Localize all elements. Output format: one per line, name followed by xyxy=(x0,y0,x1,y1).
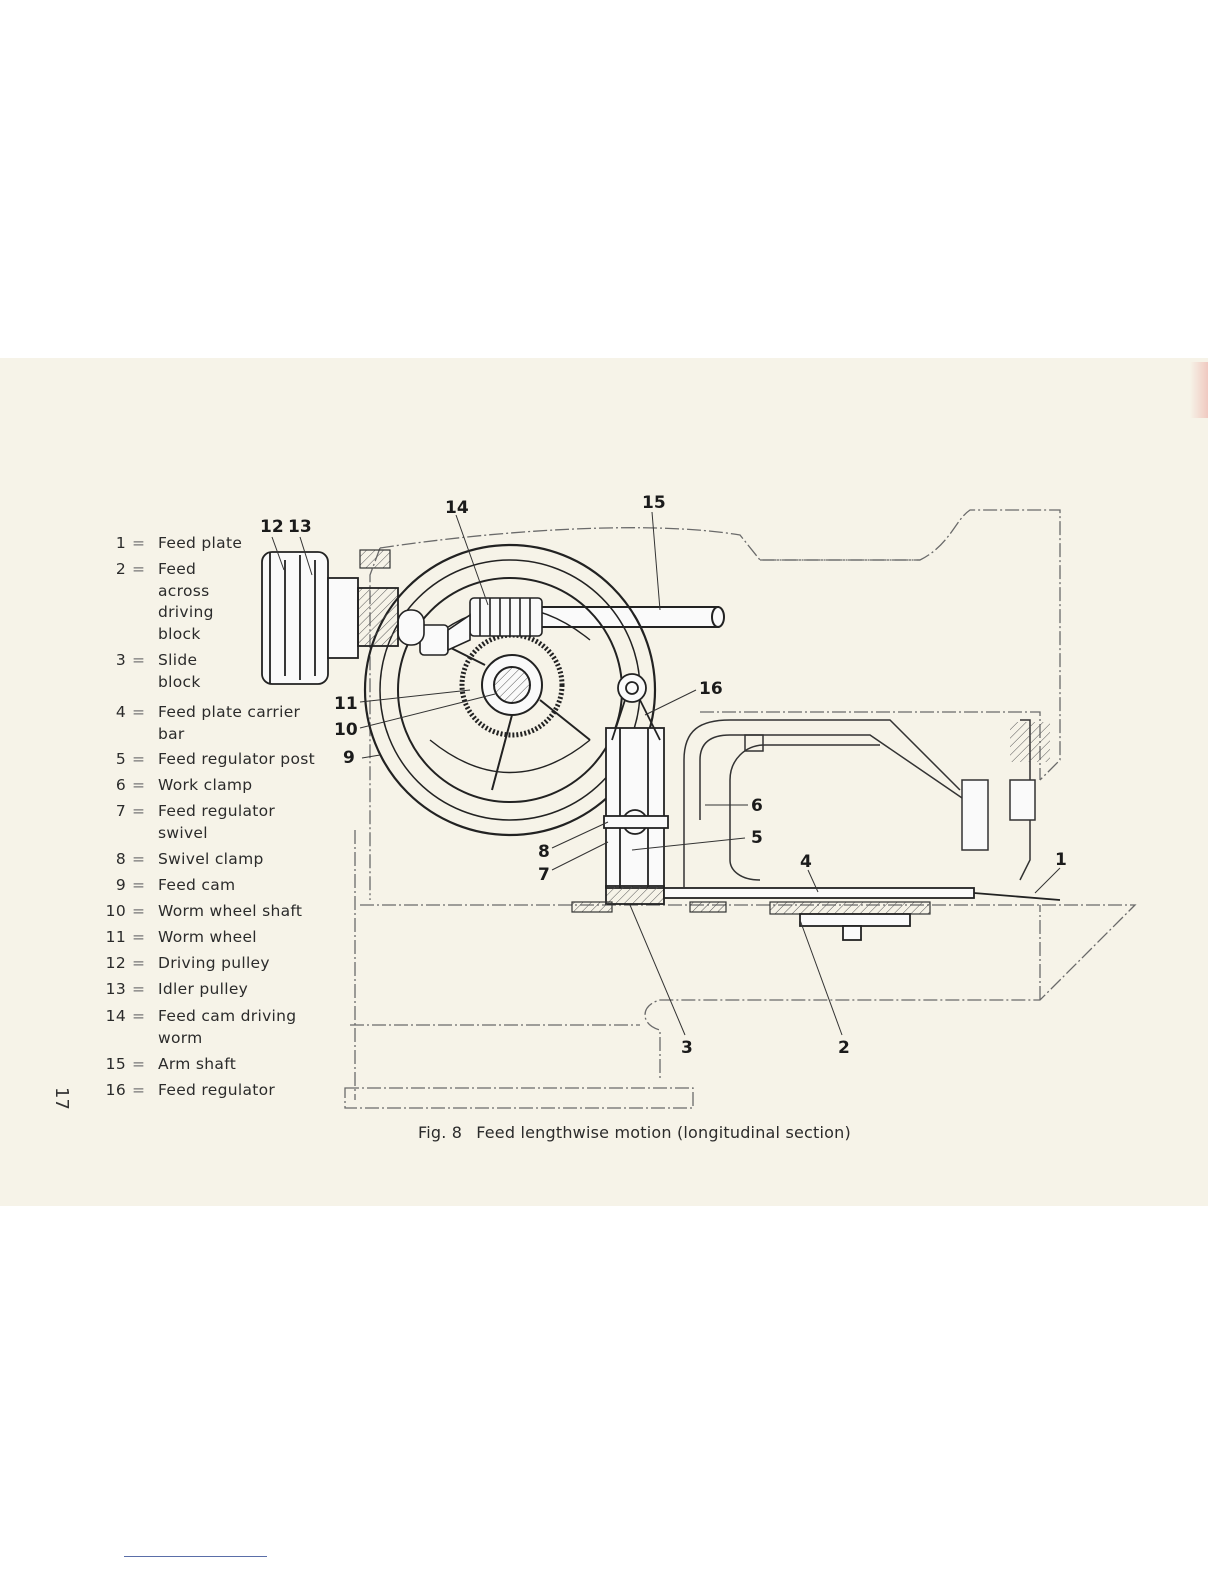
callout-12: 12 xyxy=(260,517,284,537)
callout-6: 6 xyxy=(751,796,763,816)
callout-1: 1 xyxy=(1055,850,1067,870)
legend-number: 3 xyxy=(115,651,126,669)
leader-lines xyxy=(271,511,1061,1036)
page-number: 17 xyxy=(50,1087,72,1110)
work-clamp xyxy=(683,719,1050,888)
legend-number: 7 xyxy=(115,802,126,820)
legend-label: Idler pulley xyxy=(158,980,249,998)
legend-label: Feed plate xyxy=(158,534,243,552)
legend-equals: = xyxy=(132,802,146,820)
legend-label: Worm wheel xyxy=(158,928,257,946)
legend-label: Worm wheel shaft xyxy=(158,902,303,920)
pulleys xyxy=(261,551,399,685)
legend-number: 9 xyxy=(115,876,126,894)
legend-number: 12 xyxy=(105,954,126,972)
legend-equals: = xyxy=(132,1007,146,1025)
legend-label: Feed regulator xyxy=(158,1081,276,1099)
callout-4: 4 xyxy=(800,852,812,872)
bed-hatch xyxy=(359,549,931,915)
legend-equals: = xyxy=(132,776,146,794)
paper-edge-stain xyxy=(1190,362,1208,418)
legend-label: Arm shaft xyxy=(158,1055,237,1073)
feed-cam-driving-worm xyxy=(397,597,543,656)
callout-11: 11 xyxy=(334,694,358,714)
legend-label: Driving pulley xyxy=(158,954,270,972)
feed-plate-carrier xyxy=(663,887,1061,941)
legend-label: Feed regulator post xyxy=(158,750,315,768)
legend-label: Feed plate carrier bar xyxy=(158,703,301,743)
callout-2: 2 xyxy=(838,1038,850,1058)
legend-equals: = xyxy=(132,954,146,972)
legend-number: 16 xyxy=(105,1081,126,1099)
legend-equals: = xyxy=(132,876,146,894)
legend-label: Feed regulator swivel xyxy=(158,802,276,842)
legend-number: 11 xyxy=(105,928,126,946)
legend-equals: = xyxy=(132,534,146,552)
legend-label: Feed cam xyxy=(158,876,236,894)
legend-equals: = xyxy=(132,560,146,578)
legend-number: 14 xyxy=(105,1007,126,1025)
figure-caption: Fig. 8 Feed lengthwise motion (longitudin… xyxy=(418,1123,851,1142)
callout-5: 5 xyxy=(751,828,763,848)
legend-equals: = xyxy=(132,703,146,721)
callout-16: 16 xyxy=(699,679,723,699)
callout-7: 7 xyxy=(538,865,550,885)
legend-label: Swivel clamp xyxy=(158,850,264,868)
legend-equals: = xyxy=(132,980,146,998)
legend-equals: = xyxy=(132,651,146,669)
figure-caption-text: Feed lengthwise motion (longitudinal sec… xyxy=(476,1123,851,1142)
callout-10: 10 xyxy=(334,720,358,740)
legend-number: 13 xyxy=(105,980,126,998)
legend-number: 1 xyxy=(115,534,126,552)
callout-8: 8 xyxy=(538,842,550,862)
paper-sheet xyxy=(0,358,1208,1206)
legend-number: 15 xyxy=(105,1055,126,1073)
callout-15: 15 xyxy=(642,493,666,513)
legend-equals: = xyxy=(132,850,146,868)
legend-number: 4 xyxy=(115,703,126,721)
legend-equals: = xyxy=(132,1081,146,1099)
legend-label: Slide block xyxy=(158,651,201,691)
legend-equals: = xyxy=(132,750,146,768)
legend-label: Feed cam driving worm xyxy=(158,1007,297,1047)
legend-number: 10 xyxy=(105,902,126,920)
legend-equals: = xyxy=(132,1055,146,1073)
divider-line xyxy=(124,1556,267,1557)
legend-equals: = xyxy=(132,928,146,946)
legend-number: 8 xyxy=(115,850,126,868)
callout-3: 3 xyxy=(681,1038,693,1058)
legend-number: 6 xyxy=(115,776,126,794)
figure-number: Fig. 8 xyxy=(418,1123,463,1142)
legend-equals: = xyxy=(132,902,146,920)
callout-9: 9 xyxy=(343,748,355,768)
legend-label: Work clamp xyxy=(158,776,253,794)
callout-14: 14 xyxy=(445,498,469,518)
callout-13: 13 xyxy=(288,517,312,537)
feed-regulator-assembly xyxy=(603,673,669,905)
legend-number: 5 xyxy=(115,750,126,768)
legend-number: 2 xyxy=(115,560,126,578)
legend-label: Feed across driving block xyxy=(158,560,214,643)
worm-wheel xyxy=(434,632,591,791)
